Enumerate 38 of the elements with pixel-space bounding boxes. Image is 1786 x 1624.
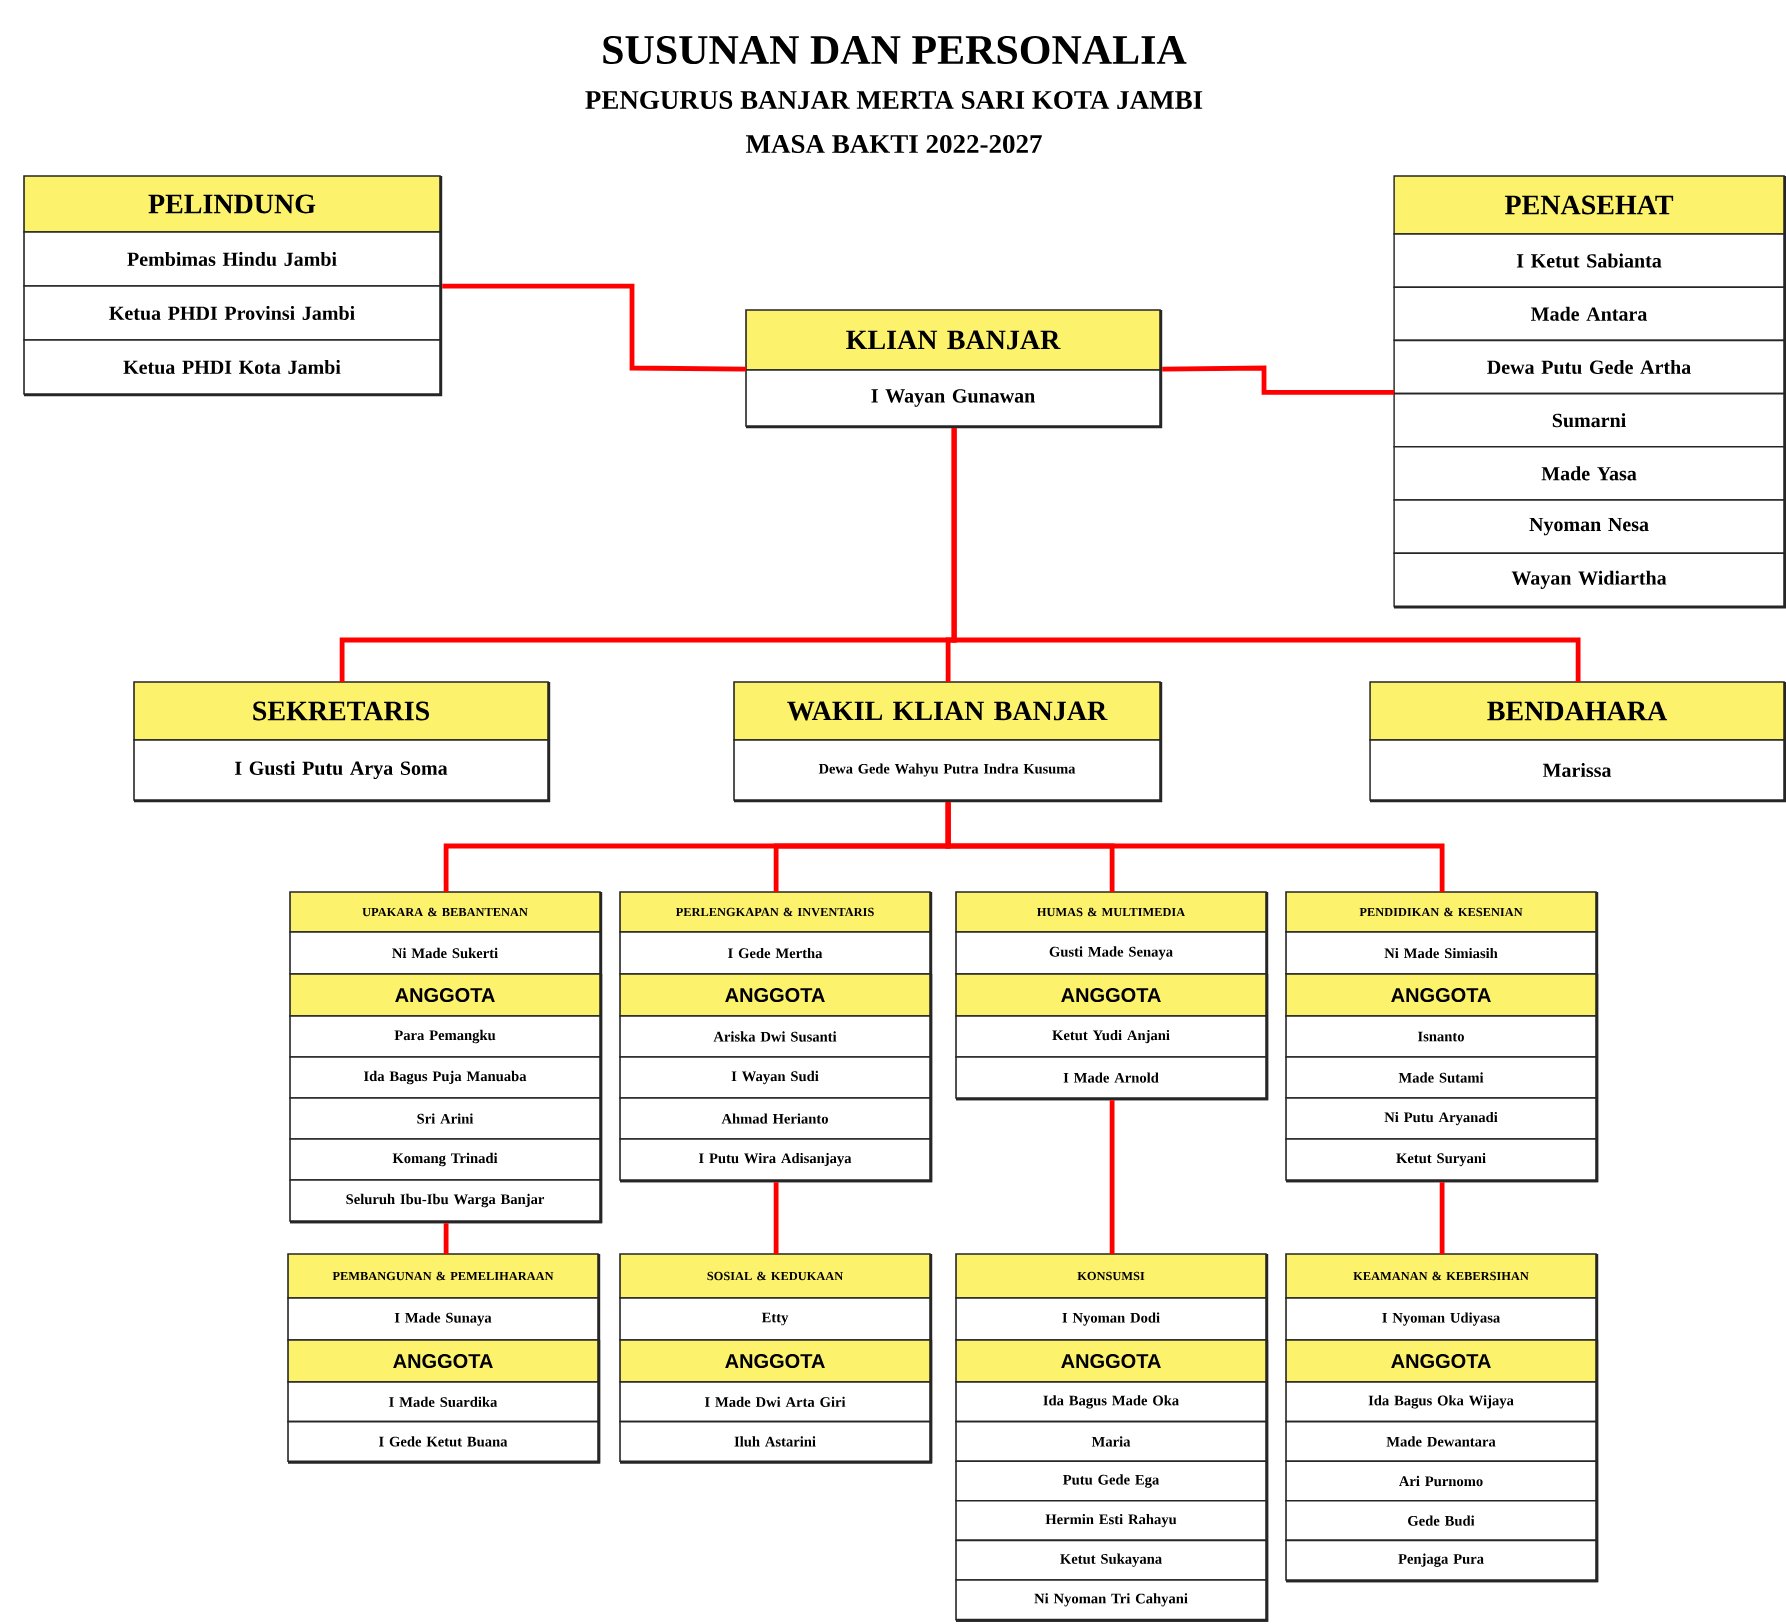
header-cell: ANGGOTA <box>289 973 601 1017</box>
title: SUSUNAN DAN PERSONALIA <box>603 35 1187 65</box>
header-cell: ANGGOTA <box>619 1339 931 1383</box>
header-cell: BENDAHARA <box>1369 681 1785 741</box>
name-cell: Dewa Putu Gede Artha <box>1393 339 1785 395</box>
subtitle: MASA BAKTI 2022-2027 <box>746 134 1042 154</box>
name-cell: Sumarni <box>1393 392 1785 448</box>
name-cell: Wayan Widiartha <box>1393 552 1785 608</box>
name-cell: Marissa <box>1369 739 1785 801</box>
name-cell: Nyoman Nesa <box>1393 499 1785 554</box>
header-cell: WAKIL KLIAN BANJAR <box>733 681 1161 741</box>
header-cell: PENASEHAT <box>1393 175 1785 235</box>
header-cell: ANGGOTA <box>1285 973 1597 1017</box>
connector-line <box>773 1182 779 1254</box>
header-cell: ANGGOTA <box>287 1339 599 1383</box>
connector-line <box>442 283 747 372</box>
header-cell: ANGGOTA <box>1285 1339 1597 1383</box>
connector-line <box>945 802 1445 892</box>
name-cell: I Wayan Gunawan <box>745 369 1161 427</box>
name-cell: I Ketut Sabianta <box>1393 233 1785 288</box>
name-cell: I Gusti Putu Arya Soma <box>133 739 549 801</box>
header-cell: KLIAN BANJAR <box>745 309 1161 371</box>
name-cell: Made Yasa <box>1393 446 1785 501</box>
subtitle: PENGURUS BANJAR MERTA SARI KOTA JAMBI <box>585 90 1203 110</box>
connector-line <box>1162 365 1394 395</box>
header-cell: ANGGOTA <box>955 1339 1267 1383</box>
name-cell: Ketua PHDI Provinsi Jambi <box>23 285 441 341</box>
header-cell: PELINDUNG <box>23 175 441 233</box>
connector-line <box>951 428 1581 682</box>
name-cell: Made Antara <box>1393 286 1785 342</box>
header-cell: ANGGOTA <box>619 973 931 1017</box>
header-cell: ANGGOTA <box>955 973 1267 1017</box>
connector-line <box>1109 1100 1115 1254</box>
connector-line <box>443 1223 449 1254</box>
connector-line <box>1439 1182 1445 1254</box>
header-cell: SEKRETARIS <box>133 681 549 741</box>
name-cell: Ketua PHDI Kota Jambi <box>23 339 441 395</box>
name-cell: Pembimas Hindu Jambi <box>23 231 441 287</box>
